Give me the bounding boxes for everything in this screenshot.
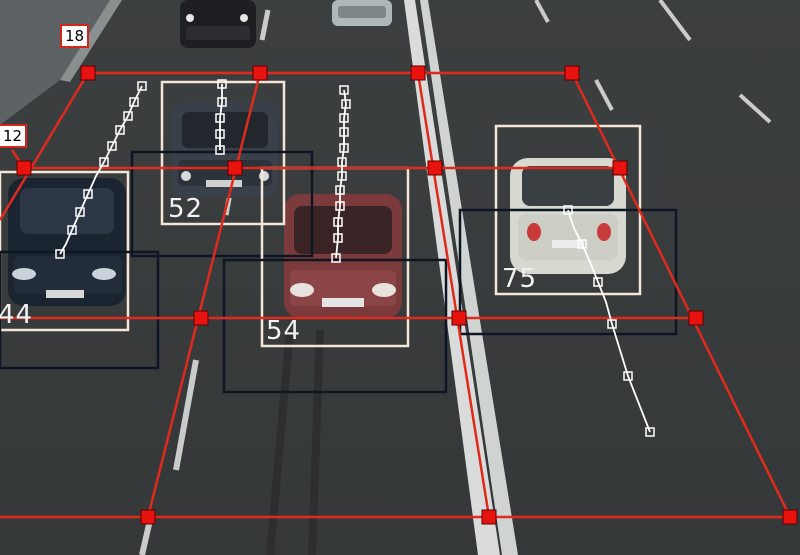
track-label-75: 75: [502, 264, 538, 294]
lane-tag-12: 12: [0, 124, 28, 148]
track-box-54-dark: [222, 258, 448, 394]
curb: [60, 0, 122, 82]
track-label-54: 54: [266, 316, 302, 346]
calibration-grid: [0, 71, 792, 519]
car-top-left: [180, 0, 256, 48]
trajectories: [59, 84, 651, 433]
car-red-center: [284, 194, 402, 318]
vehicles: [8, 0, 626, 318]
grid-nodes: [16, 65, 798, 525]
track-label-44: 44: [0, 300, 34, 330]
lane-tag-18: 18: [60, 24, 90, 48]
car-top-middle: [332, 0, 392, 26]
track-box-44-dark: [0, 250, 160, 370]
trajectory-points: [55, 79, 655, 437]
track-box-52-dark: [130, 150, 314, 258]
car-gray-center: [172, 102, 278, 198]
car-white-right: [510, 158, 626, 274]
track-label-52: 52: [168, 194, 204, 224]
